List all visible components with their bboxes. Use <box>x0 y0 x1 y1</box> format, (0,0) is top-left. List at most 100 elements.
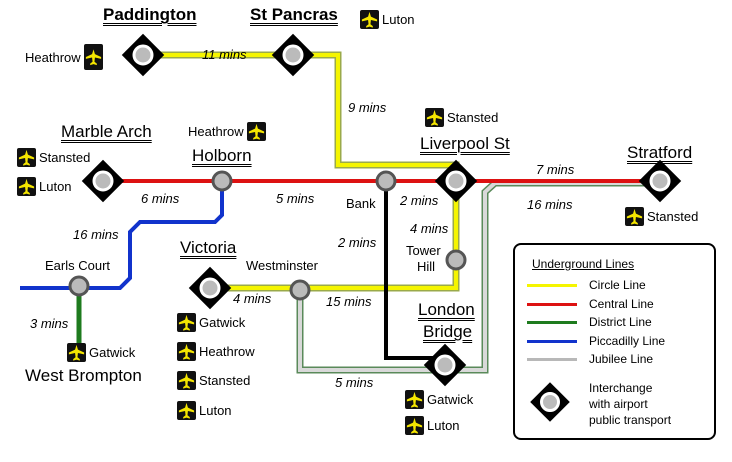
legend-swatch <box>527 320 577 324</box>
legend-row-central: Central Line <box>527 297 654 311</box>
plane-icon <box>17 148 36 167</box>
time-liverpool-tower: 4 mins <box>410 221 449 236</box>
station-holborn[interactable] <box>211 170 233 192</box>
airport-victoria-gatwick: Gatwick <box>177 313 245 332</box>
airport-label: Stansted <box>647 209 699 224</box>
northern-line[interactable] <box>384 181 445 360</box>
legend-label: Piccadilly Line <box>589 334 666 348</box>
airport-label: Gatwick <box>199 315 246 330</box>
airport-london-bridge-luton: Luton <box>405 416 460 435</box>
plane-icon <box>177 313 196 332</box>
legend-swatch <box>527 357 577 361</box>
station-name-marble-arch[interactable]: Marble Arch <box>61 122 152 141</box>
airport-holborn: Heathrow <box>188 122 266 141</box>
airport-marble-arch-stansted: Stansted <box>17 148 90 167</box>
legend-row-jubilee: Jubilee Line <box>527 352 653 366</box>
plane-icon <box>177 401 196 420</box>
station-westminster[interactable] <box>289 279 311 301</box>
time-london-bridge-stratford: 16 mins <box>527 197 573 212</box>
airport-paddington: Heathrow <box>25 44 103 70</box>
station-name-westminster[interactable]: Westminster <box>246 258 318 273</box>
plane-icon <box>177 371 196 390</box>
airport-label: Luton <box>199 403 232 418</box>
interchange-icon <box>530 382 570 422</box>
airport-marble-arch-luton: Luton <box>17 177 72 196</box>
plane-icon <box>405 416 424 435</box>
airport-st-pancras: Luton <box>360 10 415 29</box>
time-earls-west-brompton: 3 mins <box>30 316 69 331</box>
airport-label: Heathrow <box>199 344 255 359</box>
interchange-victoria[interactable] <box>188 266 232 310</box>
station-name-london[interactable]: London <box>418 300 475 319</box>
legend-swatch <box>527 339 577 343</box>
airport-label: Gatwick <box>427 392 474 407</box>
plane-icon <box>625 207 644 226</box>
time-st-pancras-liverpool: 9 mins <box>348 100 387 115</box>
legend-interchange-line3: public transport <box>589 413 672 427</box>
legend-row-piccadilly: Piccadilly Line <box>527 334 665 348</box>
plane-icon <box>405 390 424 409</box>
plane-icon <box>177 342 196 361</box>
interchange-stratford[interactable] <box>638 159 682 203</box>
legend-interchange-line1: Interchange <box>589 381 653 395</box>
time-victoria-westminster: 4 mins <box>233 291 272 306</box>
station-name-hill[interactable]: Hill <box>417 259 436 274</box>
station-tower-hill[interactable] <box>445 249 467 271</box>
time-earls-holborn: 16 mins <box>73 227 119 242</box>
station-bank[interactable] <box>375 170 397 192</box>
airport-label: Heathrow <box>25 49 81 65</box>
station-name-holborn[interactable]: Holborn <box>192 146 252 165</box>
airport-liverpool-st: Stansted <box>425 108 498 127</box>
airport-victoria-heathrow: Heathrow <box>177 342 255 361</box>
airport-label: Stansted <box>447 110 499 125</box>
time-holborn-bank: 5 mins <box>276 191 315 206</box>
airport-label: Stansted <box>39 150 91 165</box>
station-name-st-pancras[interactable]: St Pancras <box>250 5 338 24</box>
time-marble-holborn: 6 mins <box>141 191 180 206</box>
airport-label: Stansted <box>199 373 251 388</box>
time-liverpool-stratford: 7 mins <box>536 162 575 177</box>
station-earls-court[interactable] <box>68 275 90 297</box>
legend-row-district: District Line <box>527 315 652 329</box>
station-name-tower[interactable]: Tower <box>406 243 441 258</box>
legend-swatch <box>527 283 577 287</box>
airport-label: Luton <box>427 418 460 433</box>
plane-icon <box>83 44 103 70</box>
airport-label: Heathrow <box>188 124 244 139</box>
time-westminster-london-bridge: 5 mins <box>335 375 374 390</box>
legend-label: Jubilee Line <box>589 352 654 366</box>
legend-swatch <box>527 302 577 306</box>
interchange-st-pancras[interactable] <box>271 33 315 77</box>
piccadilly-line[interactable] <box>20 181 224 290</box>
airport-label: Luton <box>382 12 415 27</box>
plane-icon <box>17 177 36 196</box>
plane-icon <box>360 10 379 29</box>
interchange-paddington[interactable] <box>121 33 165 77</box>
airport-victoria-luton: Luton <box>177 401 232 420</box>
station-name-west-brompton[interactable]: West Brompton <box>25 366 142 385</box>
station-name-paddington[interactable]: Paddington <box>103 5 197 24</box>
time-paddington-st-pancras: 11 mins <box>202 47 247 62</box>
interchange-london-bridge[interactable] <box>423 343 467 387</box>
airport-victoria-stansted: Stansted <box>177 371 250 390</box>
plane-icon <box>246 122 266 141</box>
airport-london-bridge-gatwick: Gatwick <box>405 390 473 409</box>
airport-label: Gatwick <box>89 345 136 360</box>
interchange-marble-arch[interactable] <box>81 159 125 203</box>
station-name-earls-court[interactable]: Earls Court <box>45 258 111 273</box>
station-name-victoria[interactable]: Victoria <box>180 238 237 257</box>
time-bank-liverpool: 2 mins <box>400 193 439 208</box>
station-name-liverpool-st[interactable]: Liverpool St <box>420 134 510 153</box>
station-name-bridge[interactable]: Bridge <box>423 322 473 341</box>
legend-label: District Line <box>589 315 652 329</box>
plane-icon <box>67 343 86 362</box>
legend-label: Central Line <box>589 297 654 311</box>
time-bank-london-bridge: 2 mins <box>338 235 377 250</box>
station-name-stratford[interactable]: Stratford <box>627 143 693 162</box>
legend-label: Circle Line <box>589 278 646 292</box>
interchange-liverpool-st[interactable] <box>434 159 478 203</box>
legend-row-circle: Circle Line <box>527 278 646 292</box>
airport-stratford: Stansted <box>625 207 698 226</box>
station-name-bank[interactable]: Bank <box>346 196 376 211</box>
